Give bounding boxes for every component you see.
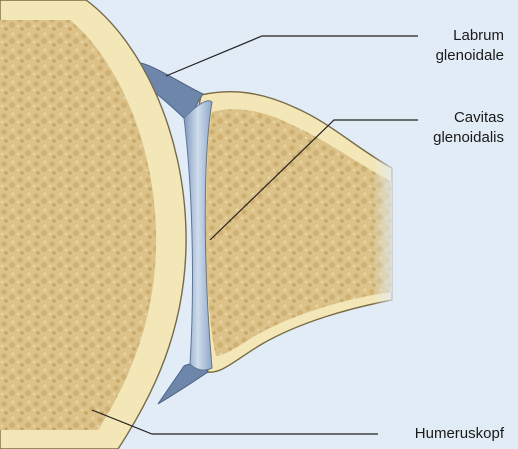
label-cavitas-glenoidalis: Cavitas glenoidalis — [433, 108, 504, 148]
label-humeruskopf: Humeruskopf — [415, 424, 504, 444]
label-humerus-line1: Humeruskopf — [415, 424, 504, 444]
label-cavitas-line1: Cavitas — [433, 108, 504, 128]
label-cavitas-line2: glenoidalis — [433, 128, 504, 148]
label-labrum-line1: Labrum — [436, 26, 504, 46]
label-labrum-glenoidale: Labrum glenoidale — [436, 26, 504, 66]
label-labrum-line2: glenoidale — [436, 46, 504, 66]
